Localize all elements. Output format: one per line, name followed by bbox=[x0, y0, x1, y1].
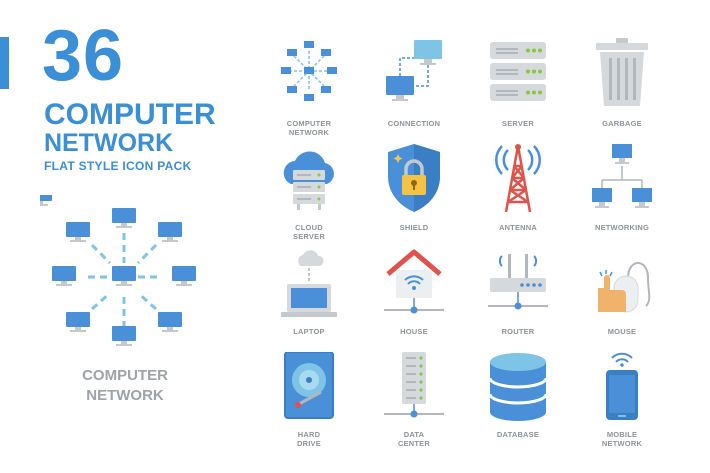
label-garbage-line1: GARBAGE bbox=[602, 119, 642, 128]
icon-cell-garbage: GARBAGE bbox=[577, 36, 667, 136]
laptop-icon bbox=[281, 250, 337, 317]
icon-count: 36 bbox=[42, 16, 125, 96]
icon-cell-antenna: ANTENNA bbox=[473, 142, 563, 242]
hard-drive-icon bbox=[284, 352, 334, 419]
icon-cell-router: ROUTER bbox=[473, 248, 563, 348]
cloud-server-icon bbox=[283, 151, 334, 210]
icon-cell-server: SERVER bbox=[473, 36, 563, 136]
icon-cell-shield: SHIELD bbox=[369, 142, 459, 242]
featured-icon-label: COMPUTER NETWORK bbox=[50, 366, 200, 405]
label-cloud-server-line1: CLOUD bbox=[295, 223, 323, 232]
data-center-icon bbox=[384, 352, 444, 418]
label-laptop-line1: LAPTOP bbox=[293, 327, 325, 336]
label-hard-drive-line1: HARD bbox=[297, 430, 321, 439]
mouse-icon bbox=[598, 262, 651, 313]
label-data-center-line2: CENTER bbox=[397, 439, 431, 449]
accent-bar bbox=[0, 37, 9, 89]
label-connection-line1: CONNECTION bbox=[387, 119, 441, 128]
house-icon bbox=[384, 249, 444, 314]
database-icon bbox=[488, 353, 548, 421]
label-hard-drive-line2: DRIVE bbox=[297, 439, 321, 449]
shield-icon bbox=[388, 144, 440, 212]
label-shield-line1: SHIELD bbox=[399, 223, 429, 232]
icon-cell-database: DATABASE bbox=[473, 352, 563, 452]
page-title-line2: NETWORK bbox=[44, 129, 174, 157]
icon-cell-connection: CONNECTION bbox=[369, 36, 459, 136]
featured-label-line1: COMPUTER bbox=[82, 367, 168, 384]
label-house-line1: HOUSE bbox=[400, 327, 428, 336]
label-mouse-line1: MOUSE bbox=[607, 327, 637, 336]
label-router-line1: ROUTER bbox=[501, 327, 535, 336]
featured-computer-network-icon bbox=[40, 195, 196, 346]
featured-label-line2: NETWORK bbox=[86, 386, 164, 404]
networking-icon bbox=[592, 144, 652, 208]
label-computer-network-line1: COMPUTER bbox=[286, 119, 332, 128]
label-computer-network-line2: NETWORK bbox=[288, 128, 330, 138]
label-data-center-line1: DATA bbox=[403, 430, 425, 439]
label-mobile-network-line2: NETWORK bbox=[601, 439, 643, 449]
page-subtitle: FLAT STYLE ICON PACK bbox=[44, 159, 192, 173]
mobile-network-icon bbox=[606, 352, 638, 420]
garbage-icon bbox=[596, 38, 648, 106]
icon-cell-laptop: LAPTOP bbox=[264, 248, 354, 348]
server-icon bbox=[490, 42, 546, 101]
label-networking-line1: NETWORKING bbox=[594, 223, 650, 232]
icon-cell-networking: NETWORKING bbox=[577, 142, 667, 242]
icon-cell-mouse: MOUSE bbox=[577, 248, 667, 348]
label-mobile-network-line1: MOBILE bbox=[606, 430, 638, 439]
label-cloud-server-line2: SERVER bbox=[293, 232, 325, 242]
label-antenna-line1: ANTENNA bbox=[498, 223, 538, 232]
antenna-icon bbox=[495, 144, 541, 212]
icon-cell-house: HOUSE bbox=[369, 248, 459, 348]
router-icon bbox=[488, 254, 548, 310]
connection-icon bbox=[386, 40, 442, 101]
label-database-line1: DATABASE bbox=[496, 430, 540, 439]
page-title-line1: COMPUTER bbox=[44, 98, 216, 131]
label-server-line1: SERVER bbox=[502, 119, 534, 128]
computer-network-icon bbox=[281, 41, 337, 101]
